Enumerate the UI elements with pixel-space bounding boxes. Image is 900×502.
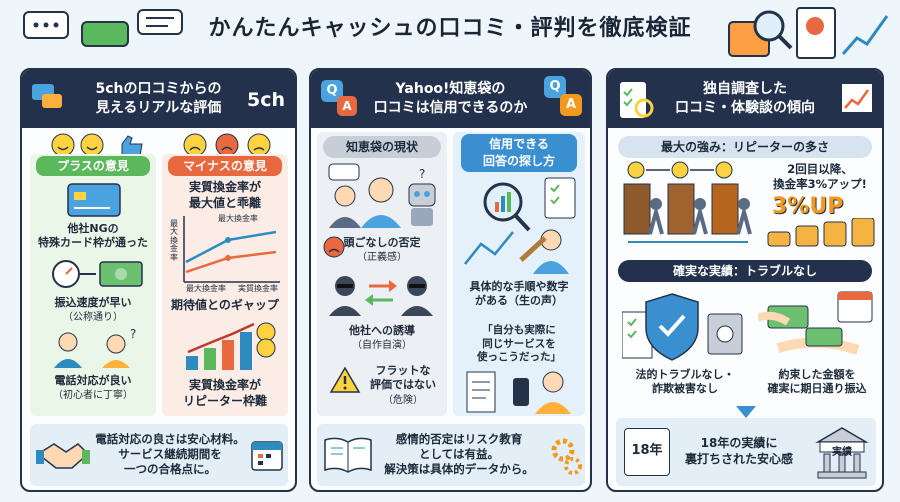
plus-item-3: 電話対応が良い（初心者に丁寧） bbox=[53, 374, 133, 402]
panel1-footer-text: 電話対応の良さは安心材料。サービス継続期間を一つの合格点に。 bbox=[95, 432, 245, 476]
bank-building-icon bbox=[815, 427, 869, 479]
open-book-icon bbox=[324, 437, 372, 473]
a-badge-right: A bbox=[560, 94, 582, 116]
minus-opinion-label: マイナスの意見 bbox=[168, 156, 282, 176]
status-item-3: フラットな評価ではない（危険） bbox=[370, 364, 436, 406]
call-support-icon: ? bbox=[54, 328, 136, 368]
panel3-heading-line2: 口コミ・体験談の傾向 bbox=[675, 100, 815, 116]
minus-item-2: 期待値とのギャップ bbox=[171, 298, 279, 312]
panel3-footer-text: 18年の実績に裏打ちされた安心感 bbox=[684, 436, 793, 466]
checklist-icon bbox=[620, 82, 654, 118]
magnifier-document-icon bbox=[728, 7, 889, 59]
money-transfer-icon bbox=[758, 291, 873, 355]
strength-label: 最大の強み：リピーターの多さ bbox=[618, 136, 872, 158]
independent-survey-panel: 独自調査した口コミ・体験談の傾向 最大の強み：リピーターの多さ 2回目以降、換金… bbox=[606, 68, 884, 492]
growth-chart-icon bbox=[842, 84, 872, 112]
chart-top-label: 最大換金率 bbox=[218, 214, 258, 223]
status-item-1: 頭ごなしの否定（正義感） bbox=[343, 236, 421, 264]
panel2-heading-line1: Yahoo!知恵袋の bbox=[395, 81, 506, 98]
years-badge: 18年 bbox=[631, 443, 663, 458]
page-title: かんたんキャッシュの口コミ・評判を徹底検証 bbox=[208, 16, 692, 41]
plus-opinion-label: プラスの意見 bbox=[36, 156, 150, 176]
receipt-phone-icon bbox=[466, 371, 571, 414]
credit-card-icon bbox=[67, 183, 121, 217]
strength-text: 2回目以降、換金率3%アップ! bbox=[773, 162, 867, 191]
chart-x-label-2: 実質換金率 bbox=[238, 284, 278, 293]
5ch-badge: 5ch bbox=[246, 89, 285, 111]
warning-icon bbox=[329, 366, 361, 393]
status-item-2: 他社への誘導（自作自演） bbox=[349, 324, 415, 352]
rate-gap-chart bbox=[183, 216, 280, 283]
plus-item-2: 振込速度が早い（公称通り） bbox=[54, 296, 132, 324]
data-analysis-icon bbox=[464, 177, 576, 274]
years-scroll: 18年 bbox=[624, 428, 670, 476]
rising-bars-icon bbox=[186, 322, 276, 370]
5ch-review-panel: 5chの口コミからの見えるリアルな評価 5ch プラスの意見 マイナスの意見 他… bbox=[20, 68, 297, 492]
repeat-customer-icon bbox=[623, 161, 752, 243]
panel1-header: 5chの口コミからの見えるリアルな評価 5ch bbox=[22, 70, 295, 128]
record-right-text: 約束した金額を確実に期日通り振込 bbox=[767, 368, 867, 396]
chart-x-label-1: 最大換金率 bbox=[186, 284, 226, 293]
minus-item-1: 実質換金率が最大値と乖離 bbox=[188, 180, 261, 210]
search-item-1: 具体的な手順や数字がある（生の声） bbox=[469, 280, 569, 308]
plus-item-1: 他社NGの特殊カード枠が通った bbox=[38, 222, 148, 250]
panel2-heading-line2: 口コミは信用できるのか bbox=[373, 100, 528, 116]
handshake-icon bbox=[36, 443, 90, 469]
svg-text:?: ? bbox=[130, 328, 136, 341]
panel3-heading-line1: 独自調査した bbox=[703, 81, 787, 98]
bank-label: 実績 bbox=[832, 447, 852, 458]
record-left-text: 法的トラブルなし・詐欺被害なし bbox=[635, 368, 735, 396]
minus-column bbox=[162, 154, 288, 416]
q-badge-right: Q bbox=[544, 76, 566, 98]
panel2-header: Q A Yahoo!知恵袋の口コミは信用できるのか Q A bbox=[311, 70, 590, 128]
down-arrow-icon bbox=[736, 406, 756, 418]
record-label: 確実な実績：トラブルなし bbox=[618, 260, 872, 282]
svg-text:?: ? bbox=[419, 167, 425, 181]
masked-people-swap-icon bbox=[329, 276, 433, 316]
chat-bubbles-icon bbox=[23, 9, 183, 47]
people-robot-icon: ? bbox=[328, 163, 436, 228]
panel2-footer-text: 感情的否定はリスク教育としては有益。解決策は具体的データから。 bbox=[384, 432, 534, 476]
three-percent-up: 3%UP bbox=[772, 194, 844, 219]
angry-face-icon bbox=[323, 236, 345, 258]
minus-item-3: 実質換金率がリピーター枠難 bbox=[182, 378, 267, 408]
yahoo-chiebukuro-panel: Q A Yahoo!知恵袋の口コミは信用できるのか Q A 知恵袋の現状 信用で… bbox=[309, 68, 592, 492]
search-method-label: 信用できる回答の探し方 bbox=[461, 134, 577, 172]
panel1-heading-line1: 5chの口コミからの bbox=[95, 81, 222, 98]
happy-faces-icon bbox=[51, 133, 143, 157]
panel3-header: 独自調査した口コミ・体験談の傾向 bbox=[608, 70, 882, 128]
stopwatch-money-icon bbox=[52, 260, 143, 288]
chart-y-label: 最大換金率 bbox=[170, 219, 178, 262]
gears-icon bbox=[551, 438, 582, 475]
status-label: 知恵袋の現状 bbox=[323, 136, 441, 158]
calendar-icon bbox=[251, 441, 283, 471]
chat-icon bbox=[32, 84, 62, 108]
search-item-2: 「自分も実際に同じサービスを使っこうだった」 bbox=[477, 324, 561, 364]
panel1-heading-line2: 見えるリアルな評価 bbox=[95, 100, 222, 116]
a-badge-left: A bbox=[337, 96, 357, 116]
shield-safe-icon bbox=[622, 293, 743, 361]
coin-stacks-icon bbox=[767, 218, 875, 247]
